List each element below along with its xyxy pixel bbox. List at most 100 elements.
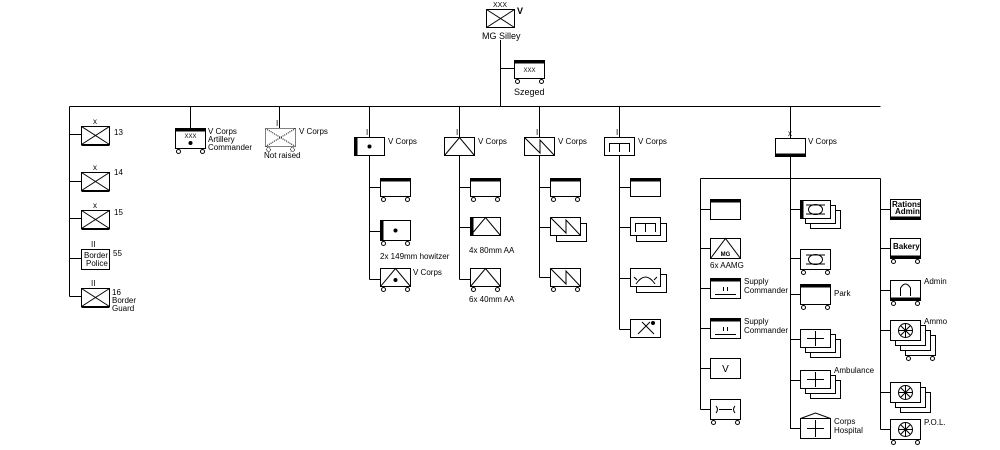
brigade-14-echelon: x: [93, 163, 97, 172]
signals-hq-symbol: [550, 178, 581, 202]
border-guard-echelon: II: [91, 279, 96, 288]
pol-symbol: [890, 419, 921, 445]
hq-commander: MG Silley: [482, 31, 521, 41]
signals-designation: V Corps: [558, 137, 587, 146]
artillery-command-line1: V Corps: [208, 127, 237, 136]
brigade-15-label: 15: [114, 208, 123, 217]
artillery-command-line2: Artillery: [208, 135, 235, 144]
hq-echelon: XXX: [493, 2, 507, 9]
brigade-13-label: 13: [114, 128, 123, 137]
artillery-command-line3: Commander: [208, 143, 253, 152]
engineer-regt-symbol: [604, 137, 635, 156]
ammo-label: Ammo: [924, 317, 948, 326]
border-guard-label-2: Border: [112, 296, 137, 305]
engineer-hq-symbol: [630, 178, 661, 197]
szeged-echelon: XXX: [523, 68, 535, 74]
ambulance-symbol: [800, 370, 841, 399]
services-hq-symbol: [775, 138, 806, 157]
artillery-battery-symbol: [380, 178, 411, 202]
medical-company-symbol: [800, 329, 841, 358]
not-raised-symbol: [265, 128, 296, 152]
maintenance-symbol: [710, 399, 741, 425]
supply-2-line1: Supply: [744, 317, 769, 326]
border-guard-symbol: [81, 288, 110, 308]
vet-symbol: [710, 358, 741, 379]
brigade-14-label: 14: [114, 168, 123, 177]
admin-symbol: [890, 280, 921, 306]
aa-battery-hq-symbol: [470, 178, 501, 202]
engineers-designation: V Corps: [638, 137, 667, 146]
aa-regt-designation: V Corps: [478, 137, 507, 146]
signals-mobile-symbol: [550, 268, 581, 292]
not-raised-status: Not raised: [264, 151, 301, 160]
rations-admin-symbol: [890, 199, 921, 220]
border-police-label: 55: [113, 249, 122, 258]
hospital-line1: Corps: [834, 417, 856, 426]
left-column-units: [81, 126, 110, 308]
artillery-regt-symbol: [354, 137, 385, 156]
brigade-13-symbol: [81, 126, 110, 146]
aamg-mark: MG: [721, 252, 731, 258]
szeged-label: Szeged: [514, 87, 545, 97]
brigade-15-symbol: [81, 210, 110, 230]
rations-line1: Rations: [892, 200, 922, 209]
artillery-regt-designation: V Corps: [388, 137, 417, 146]
vet-mark: V: [722, 364, 729, 375]
supply-1-line2: Commander: [744, 286, 789, 295]
supply-command-1-symbol: [710, 278, 741, 299]
hospital-symbol: [800, 412, 831, 439]
engineers-echelon: II: [616, 128, 621, 137]
transport-symbol: [800, 249, 831, 275]
bakery-symbol: [890, 238, 921, 264]
howitzer-battery-symbol: [380, 220, 411, 246]
artillery-sub-label: V Corps: [413, 268, 442, 277]
signals-echelon: II: [536, 128, 541, 137]
artillery-command-echelon: XXX: [184, 134, 196, 140]
supply-1-line1: Supply: [744, 277, 769, 286]
pioneer-symbol: [630, 319, 661, 338]
services-col1-hq-symbol: [710, 199, 741, 220]
signals-regt-symbol: [524, 137, 555, 156]
pol-column-symbol: [890, 382, 931, 413]
howitzer-label: 2x 149mm howitzer: [380, 252, 450, 261]
aamg-symbol: [710, 237, 741, 259]
brigade-13-echelon: x: [93, 117, 97, 126]
aa-regt-symbol: [444, 136, 475, 156]
hospital-line2: Hospital: [834, 426, 863, 435]
ammo-column-symbol: [890, 320, 936, 361]
aa-80mm-symbol: [470, 216, 501, 236]
not-raised-echelon: II: [276, 119, 281, 128]
rations-line2: Admin: [895, 207, 920, 216]
services-designation: V Corps: [808, 137, 837, 146]
aamg-label: 6x AAMG: [710, 261, 744, 270]
hq-designation: V: [517, 6, 523, 16]
brigade-14-symbol: [81, 172, 110, 192]
brigade-15-echelon: x: [93, 201, 97, 210]
border-police-echelon: II: [91, 240, 96, 249]
border-police-box-line1: Border: [84, 251, 109, 260]
aa-battery-symbol: [380, 267, 411, 292]
szeged-hq-symbol: [514, 60, 545, 84]
admin-label: Admin: [924, 277, 947, 286]
supply-2-line2: Commander: [744, 326, 789, 335]
supply-command-2-symbol: [710, 318, 741, 339]
aa-40mm-symbol: [470, 267, 501, 292]
bridging-symbol: [630, 268, 667, 293]
pol-label: P.O.L.: [924, 418, 946, 427]
park-symbol: [800, 284, 831, 310]
not-raised-designation: V Corps: [299, 127, 328, 136]
artillery-regt-echelon: II: [366, 128, 371, 137]
aa-regt-echelon: II: [456, 128, 461, 137]
corps-hq-symbol: [486, 9, 515, 28]
artillery-command-symbol: [175, 128, 206, 154]
bakery-label: Bakery: [893, 242, 920, 251]
border-police-symbol: [81, 249, 110, 270]
services-echelon: x: [788, 129, 792, 138]
park-label: Park: [834, 289, 851, 298]
aa-40mm-label: 6x 40mm AA: [469, 295, 515, 304]
border-guard-label-1: 16: [112, 288, 121, 297]
ambulance-label: Ambulance: [834, 366, 875, 375]
engineer-company-symbol: [630, 217, 667, 242]
